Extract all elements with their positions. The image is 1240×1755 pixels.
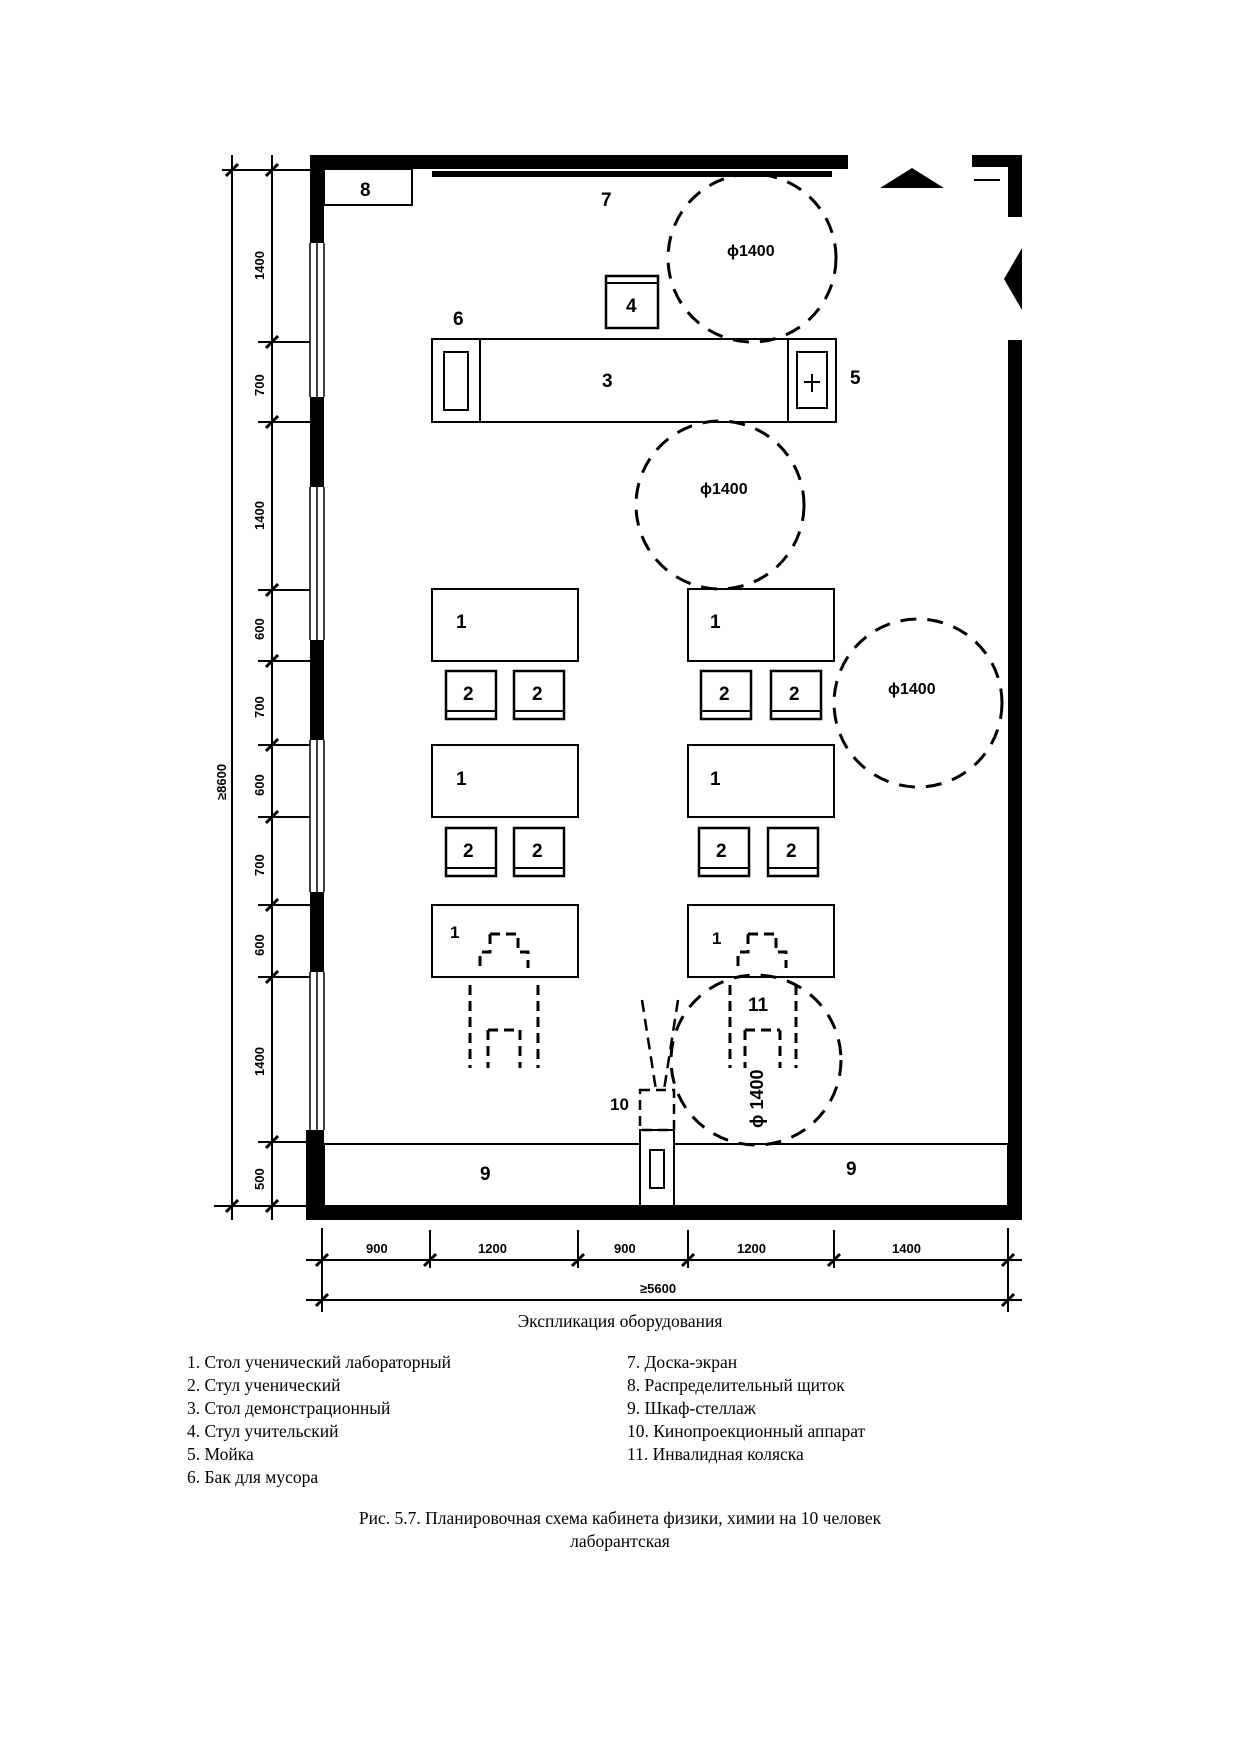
left-dim-5: 700 bbox=[252, 696, 267, 718]
label-demo-table: 3 bbox=[602, 371, 613, 392]
circle-label-3: ϕ1400 bbox=[888, 681, 936, 698]
left-wall-top bbox=[310, 155, 324, 243]
legend-item: 6. Бак для мусора bbox=[187, 1467, 319, 1487]
clearance-circles bbox=[634, 172, 1004, 1147]
legend-item: 1. Стол ученический лабораторный bbox=[187, 1352, 452, 1372]
left-wall-pier-3 bbox=[310, 892, 324, 972]
label-chair: 2 bbox=[716, 841, 727, 862]
explication-title: Экспликация оборудования bbox=[517, 1311, 723, 1331]
label-desk: 1 bbox=[712, 929, 721, 948]
left-dim-1: 1400 bbox=[252, 251, 267, 280]
bottom-dim-ticks bbox=[314, 1252, 1016, 1308]
label-desk: 1 bbox=[710, 612, 721, 633]
top-wall bbox=[310, 155, 848, 169]
arrow-marker bbox=[880, 168, 944, 188]
left-dim-2: 700 bbox=[252, 374, 267, 396]
label-desk: 1 bbox=[456, 612, 467, 633]
legend-item: 3. Стол демонстрационный bbox=[187, 1398, 391, 1418]
left-wall-bottom bbox=[306, 1130, 324, 1220]
label-teacher-chair: 4 bbox=[626, 296, 637, 317]
right-wall-upper bbox=[1008, 155, 1022, 217]
label-cabinet: 9 bbox=[846, 1159, 857, 1180]
bottom-dim-5: 1400 bbox=[892, 1241, 921, 1256]
legend-item: 10. Кинопроекционный аппарат bbox=[627, 1421, 866, 1441]
board-screen bbox=[432, 171, 832, 177]
projector bbox=[638, 999, 680, 1207]
legend-item: 11. Инвалидная коляска bbox=[627, 1444, 804, 1464]
teacher-chair bbox=[604, 274, 660, 330]
left-dim-8: 600 bbox=[252, 934, 267, 956]
right-wall-lower bbox=[1008, 340, 1022, 1220]
bottom-dimensions bbox=[306, 1228, 1022, 1312]
legend-left: 1. Стол ученический лабораторный 2. Стул… bbox=[187, 1351, 451, 1489]
sink bbox=[787, 338, 837, 423]
legend-item: 4. Стул учительский bbox=[187, 1421, 339, 1441]
label-chair: 2 bbox=[532, 684, 543, 705]
bottom-dim-3: 900 bbox=[614, 1241, 636, 1256]
legend-item: 2. Стул ученический bbox=[187, 1375, 341, 1395]
left-wall-pier-1 bbox=[310, 397, 324, 487]
left-dim-7: 700 bbox=[252, 854, 267, 876]
left-dim-10: 500 bbox=[252, 1168, 267, 1190]
label-chair: 2 bbox=[786, 841, 797, 862]
legend-item: 7. Доска-экран bbox=[627, 1352, 738, 1372]
label-sink: 5 bbox=[850, 368, 861, 389]
distribution-panel bbox=[323, 168, 413, 206]
figure-caption-line-1: Рис. 5.7. Планировочная схема кабинета ф… bbox=[358, 1508, 882, 1528]
legend-item: 8. Распределительный щиток bbox=[627, 1375, 845, 1395]
legend-right: 7. Доска-экран 8. Распределительный щито… bbox=[627, 1351, 865, 1466]
clearance-circle-4 bbox=[669, 973, 843, 1147]
walls bbox=[306, 155, 1022, 1220]
left-dim-6: 600 bbox=[252, 774, 267, 796]
left-dim-ticks bbox=[224, 162, 280, 1214]
label-desk: 1 bbox=[710, 769, 721, 790]
cabinet-right bbox=[673, 1143, 1009, 1207]
label-projector: 10 bbox=[610, 1095, 629, 1114]
floor-plan: 7 8 4 3 6 5 ϕ1400 ϕ1400 ϕ1400 ϕ 1400 1 1… bbox=[214, 155, 1022, 1312]
label-chair: 2 bbox=[463, 684, 474, 705]
label-desk: 1 bbox=[456, 769, 467, 790]
left-dimensions bbox=[214, 155, 310, 1220]
left-wall-pier-2 bbox=[310, 640, 324, 740]
legend-item: 9. Шкаф-стеллаж bbox=[627, 1398, 756, 1418]
label-board: 7 bbox=[601, 190, 612, 211]
wheelchair-left bbox=[468, 932, 540, 1068]
door bbox=[974, 179, 1022, 310]
legend-item: 5. Мойка bbox=[187, 1444, 254, 1464]
bottom-dim-total: ≥5600 bbox=[640, 1281, 676, 1296]
clearance-circle-3 bbox=[832, 617, 1004, 789]
circle-label-4: ϕ 1400 bbox=[747, 1069, 767, 1128]
bottom-dim-2: 1200 bbox=[478, 1241, 507, 1256]
label-chair: 2 bbox=[463, 841, 474, 862]
left-dim-total: ≥8600 bbox=[214, 764, 229, 800]
label-panel: 8 bbox=[360, 180, 371, 201]
bottom-wall bbox=[306, 1206, 1022, 1220]
left-dim-9: 1400 bbox=[252, 1047, 267, 1076]
circle-label-2: ϕ1400 bbox=[700, 481, 748, 498]
circle-label-1: ϕ1400 bbox=[727, 243, 775, 260]
student-desks bbox=[431, 588, 835, 978]
left-dim-3: 1400 bbox=[252, 501, 267, 530]
bottom-dim-4: 1200 bbox=[737, 1241, 766, 1256]
figure-caption-line-2: лаборантская bbox=[570, 1531, 670, 1551]
trash-bin bbox=[431, 338, 481, 423]
label-bin: 6 bbox=[453, 309, 464, 330]
label-chair: 2 bbox=[532, 841, 543, 862]
cabinet-left bbox=[323, 1143, 641, 1207]
wheelchair-right bbox=[728, 932, 798, 1068]
clearance-circle-2 bbox=[634, 419, 806, 591]
bottom-dim-1: 900 bbox=[366, 1241, 388, 1256]
left-dim-4: 600 bbox=[252, 618, 267, 640]
student-chairs bbox=[444, 669, 823, 878]
label-desk: 1 bbox=[450, 923, 459, 942]
label-wheelchair: 11 bbox=[748, 995, 769, 1016]
label-chair: 2 bbox=[719, 684, 730, 705]
label-chair: 2 bbox=[789, 684, 800, 705]
figure-caption: Рис. 5.7. Планировочная схема кабинета ф… bbox=[0, 1507, 1240, 1553]
clearance-circle-1 bbox=[666, 172, 838, 344]
label-cabinet: 9 bbox=[480, 1164, 491, 1185]
